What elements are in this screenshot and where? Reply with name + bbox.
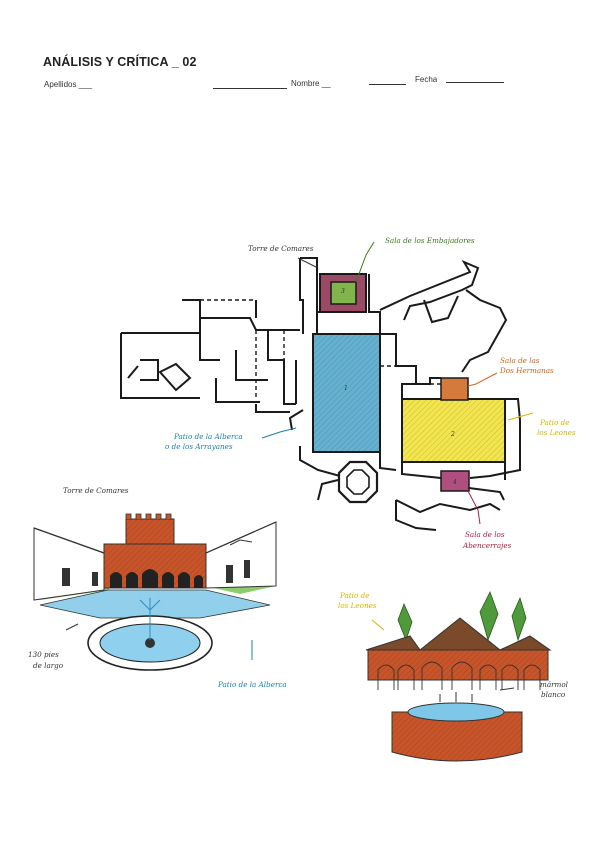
label-patio-alberca-1: Patio de la Alberca <box>174 432 243 441</box>
room-number-embajadores: 3 <box>341 288 345 295</box>
label-patio-leones-1: Patio de <box>540 418 570 427</box>
fecha-label: Fecha <box>415 75 438 84</box>
label-sala-embajadores: Sala de los Embajadores <box>385 236 475 245</box>
label-sala-dos-hermanas-1: Sala de las <box>500 356 540 365</box>
room-number-abencerrajes: 4 <box>453 479 457 486</box>
sketch-alberca <box>33 513 277 671</box>
sala-dos-hermanas-room <box>440 377 469 401</box>
label-dimension-2: de largo <box>33 661 64 670</box>
fecha-line <box>446 82 504 83</box>
label-sketch-patio-alberca: Patio de la Alberca <box>218 680 287 689</box>
label-patio-leones-2: los Leones <box>537 428 576 437</box>
label-sala-abencerrajes-2: Abencerrajes <box>463 541 512 550</box>
room-number-leones: 2 <box>451 431 455 438</box>
label-marmol-2: blanco <box>541 690 566 699</box>
label-sketch-patio-leones-2: los Leones <box>338 601 377 610</box>
sala-embajadores-room <box>330 281 357 305</box>
document-title: ANÁLISIS Y CRÍTICA _ 02 <box>43 55 197 69</box>
sala-abencerrajes-room <box>440 470 470 492</box>
label-sketch-torre-comares: Torre de Comares <box>63 486 129 495</box>
label-sketch-patio-leones-1: Patio de <box>340 591 370 600</box>
label-sala-dos-hermanas-2: Dos Hermanas <box>500 366 554 375</box>
apellidos-line <box>213 88 287 89</box>
label-marmol-1: mármol <box>540 680 568 689</box>
label-torre-comares: Torre de Comares <box>248 244 314 253</box>
label-dimension-1: 130 pies <box>28 650 59 659</box>
nombre-label: Nombre __ <box>291 79 331 88</box>
apellidos-label: Apellidos ___ <box>44 80 93 89</box>
nombre-line <box>369 84 406 85</box>
label-patio-alberca-2: o de los Arrayanes <box>165 442 233 451</box>
label-sala-abencerrajes-1: Sala de los <box>465 530 505 539</box>
floor-plan <box>120 257 521 531</box>
sketch-leones <box>365 590 552 762</box>
room-number-alberca: 1 <box>344 385 348 392</box>
